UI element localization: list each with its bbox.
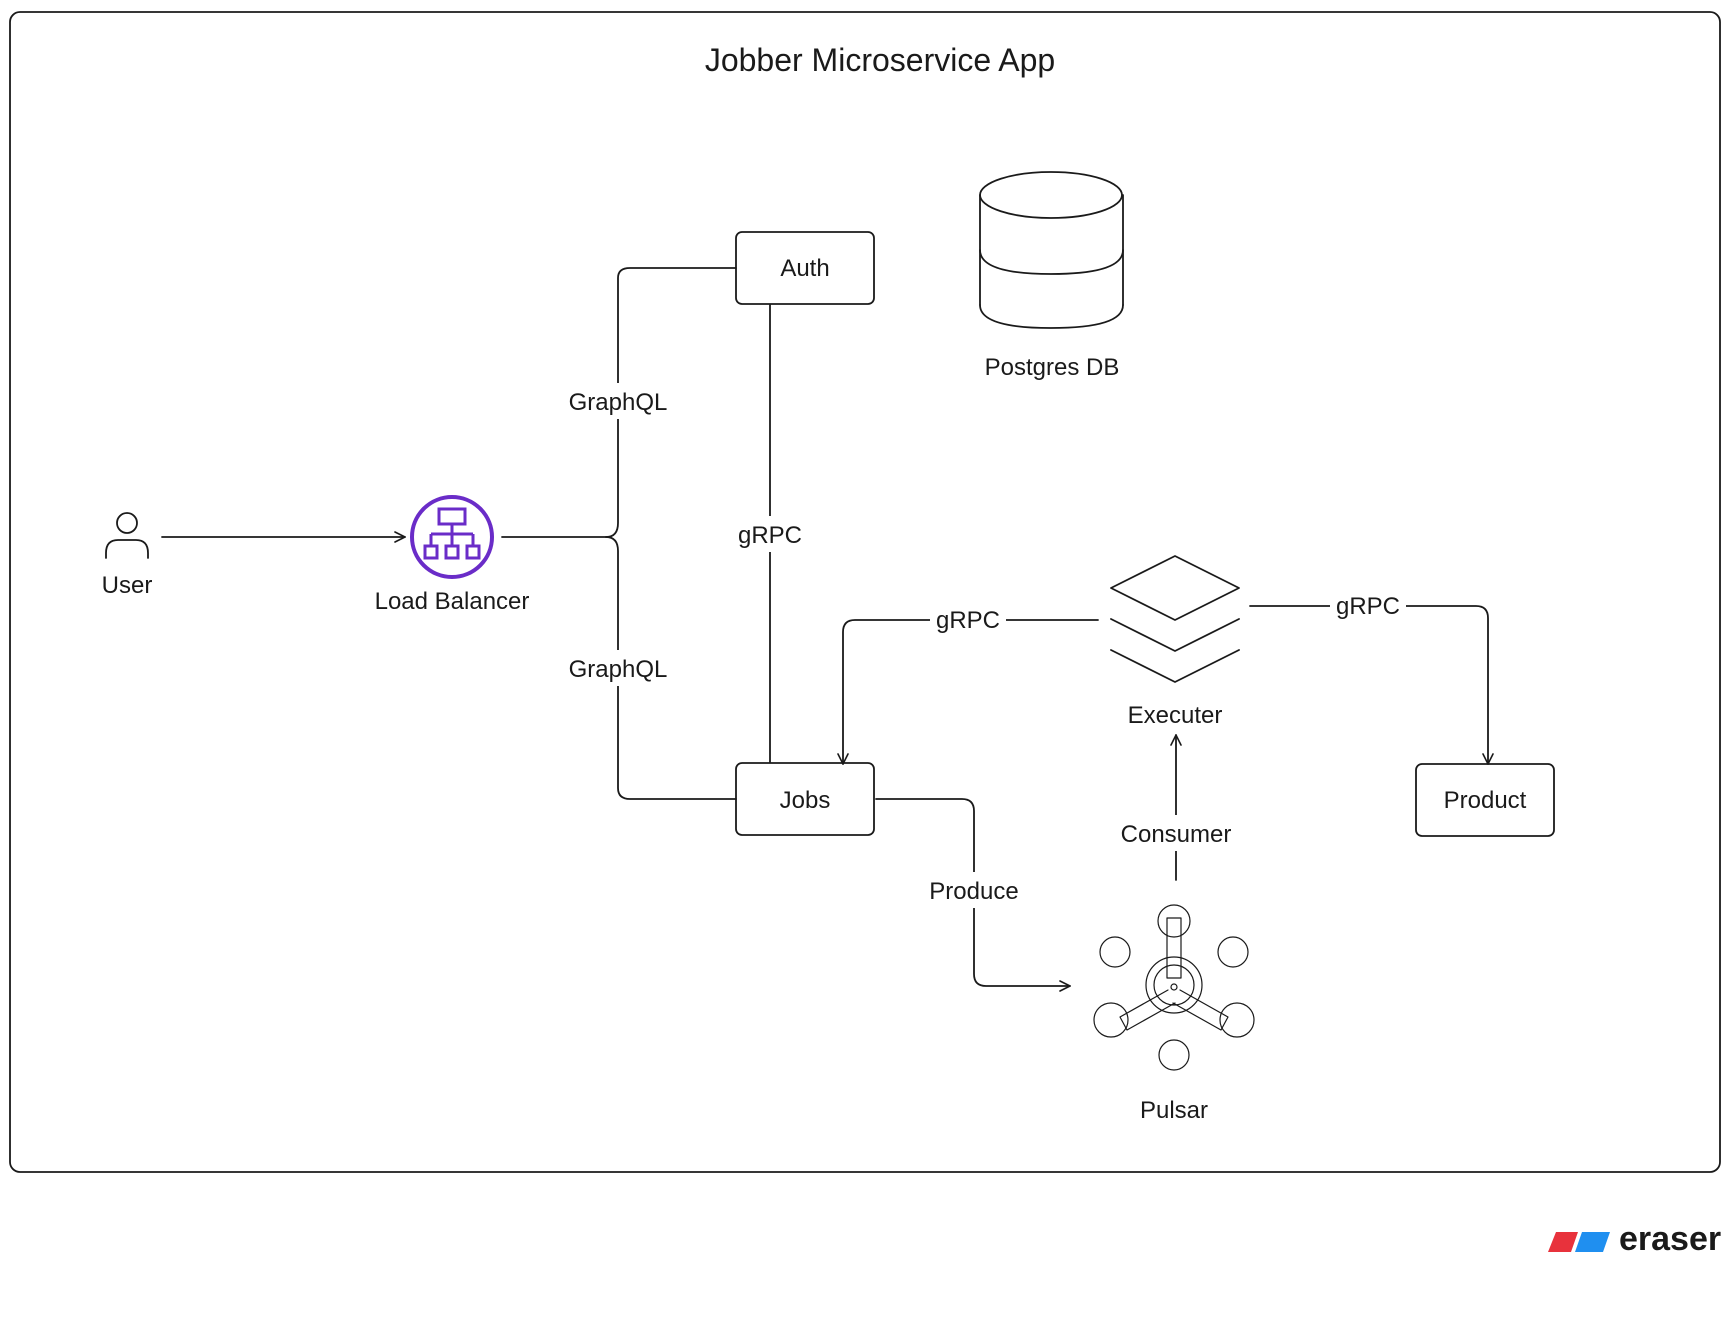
node-jobs-label: Jobs [780,787,831,814]
user-icon [105,512,149,559]
edge-label-pulsar-executer: Consumer [1121,821,1232,848]
node-auth[interactable]: Auth [735,231,875,305]
eraser-logo: eraser [1548,1220,1721,1258]
edge-lb-auth [605,267,737,538]
edge-lb-jobs [605,536,737,800]
node-postgres[interactable]: Postgres DB [979,171,1124,381]
database-icon [979,171,1124,329]
load-balancer-icon [410,495,494,579]
node-product-label: Product [1444,787,1527,814]
edge-label-executer-product: gRPC [1336,593,1400,620]
node-load-balancer[interactable]: Load Balancer [375,495,530,615]
pulsar-icon [1093,904,1255,1071]
edge-executer-product [1249,605,1494,765]
edge-label-lb-auth: GraphQL [569,389,668,416]
node-pulsar-label: Pulsar [1140,1097,1208,1124]
edge-label-executer-jobs: gRPC [936,607,1000,634]
node-postgres-label: Postgres DB [985,354,1120,381]
diagram-title: Jobber Microservice App [705,42,1055,78]
diagram-frame [9,11,1721,1173]
eraser-logo-text: eraser [1619,1220,1721,1258]
edge-label-jobs-pulsar: Produce [929,878,1018,905]
node-user-label: User [102,572,153,599]
node-executer-label: Executer [1128,702,1223,729]
node-jobs[interactable]: Jobs [735,762,875,836]
node-executer[interactable]: Executer [1110,555,1240,729]
node-load-balancer-label: Load Balancer [375,588,530,615]
node-pulsar[interactable]: Pulsar [1093,904,1255,1124]
edge-label-lb-jobs: GraphQL [569,656,668,683]
node-user[interactable]: User [102,512,153,599]
node-auth-label: Auth [780,255,829,282]
layers-icon [1110,555,1240,683]
edge-label-auth-jobs: gRPC [738,522,802,549]
node-product[interactable]: Product [1415,763,1555,837]
edge-executer-jobs [837,619,1099,765]
